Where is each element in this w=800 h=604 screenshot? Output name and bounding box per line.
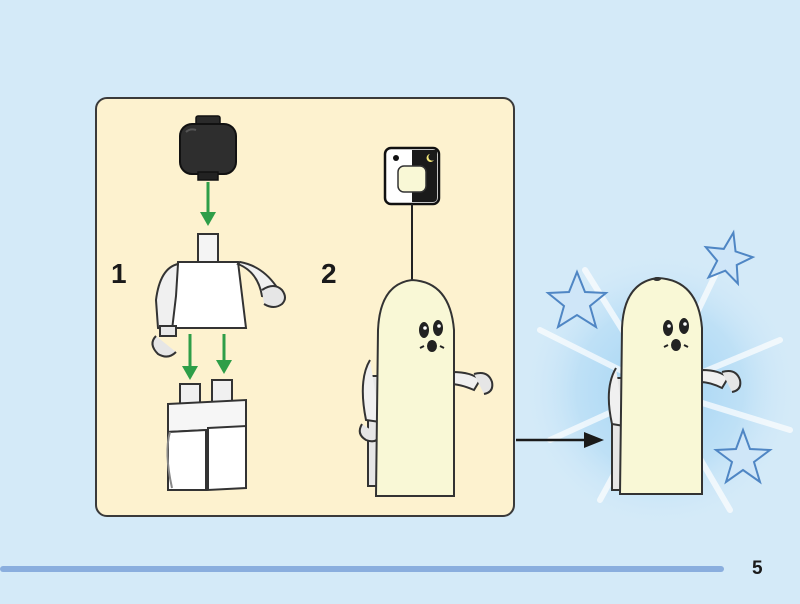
page-number: 5 [752,558,763,579]
ghost-minifig [358,278,494,497]
step-number-2: 2 [321,258,337,289]
assembly-arrow-icon [200,182,216,226]
minifig-head-black [179,115,237,181]
step-number-1: 1 [111,258,127,289]
finished-ghost-minifig [607,276,742,495]
result-arrow-icon [516,432,604,448]
star-icon [545,269,609,330]
minifig-legs-white [166,379,247,492]
star-icon [713,427,773,485]
progress-bar [0,566,724,572]
minifig-torso-white [151,233,286,358]
assembly-arrow-icon [182,334,232,380]
star-icon [703,229,756,287]
glow-in-the-dark-icon [383,146,441,280]
